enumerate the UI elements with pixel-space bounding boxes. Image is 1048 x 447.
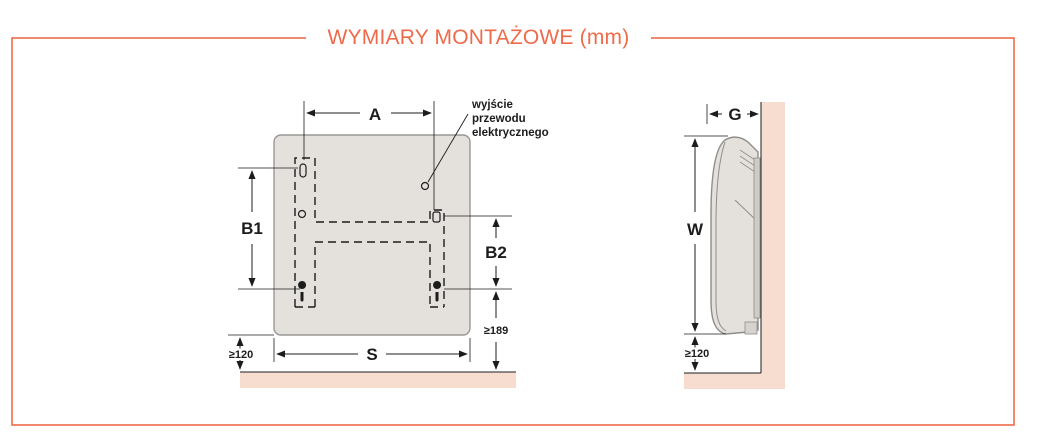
heater-side-profile — [710, 136, 759, 335]
dim-label-floor-gap-side: ≥120 — [685, 348, 709, 360]
dim-label-w: W — [687, 220, 704, 239]
diagram-title: WYMIARY MONTAŻOWE (mm) — [306, 24, 651, 52]
slot-top-right — [432, 211, 441, 223]
dim-label-a: A — [369, 105, 381, 124]
keyhole-left — [298, 281, 307, 302]
dim-label-right-gap: ≥189 — [484, 325, 508, 337]
dim-label-floor-gap-front: ≥120 — [229, 349, 253, 361]
cable-outlet-note: wyjście przewodu elektrycznego — [471, 99, 549, 139]
side-view: G W ≥120 — [683, 102, 785, 389]
dim-label-b1: B1 — [241, 219, 263, 238]
mounting-bracket-outline — [294, 157, 445, 308]
cable-note-line-2: przewodu — [472, 113, 526, 125]
cable-note-line-1: wyjście — [471, 99, 513, 111]
cable-note-leader — [427, 113, 469, 183]
heater-front-panel — [273, 134, 471, 336]
side-bracket — [753, 157, 761, 319]
cable-note-line-3: elektrycznego — [472, 127, 549, 139]
screw-hole — [297, 209, 307, 219]
dim-label-b2: B2 — [485, 243, 507, 262]
slot-top-left — [299, 163, 307, 178]
dim-label-s: S — [366, 345, 377, 364]
front-floor — [240, 372, 516, 388]
front-view: A B1 B2 ≥189 S ≥120 wyjście przewodu ele… — [227, 99, 549, 388]
side-floor — [684, 373, 785, 389]
cable-outlet-hole — [420, 181, 430, 191]
dim-label-g: G — [728, 105, 741, 124]
outer-frame — [11, 37, 1015, 426]
keyhole-right — [433, 281, 442, 302]
side-foot-clip — [744, 321, 758, 335]
side-wall — [761, 102, 785, 389]
